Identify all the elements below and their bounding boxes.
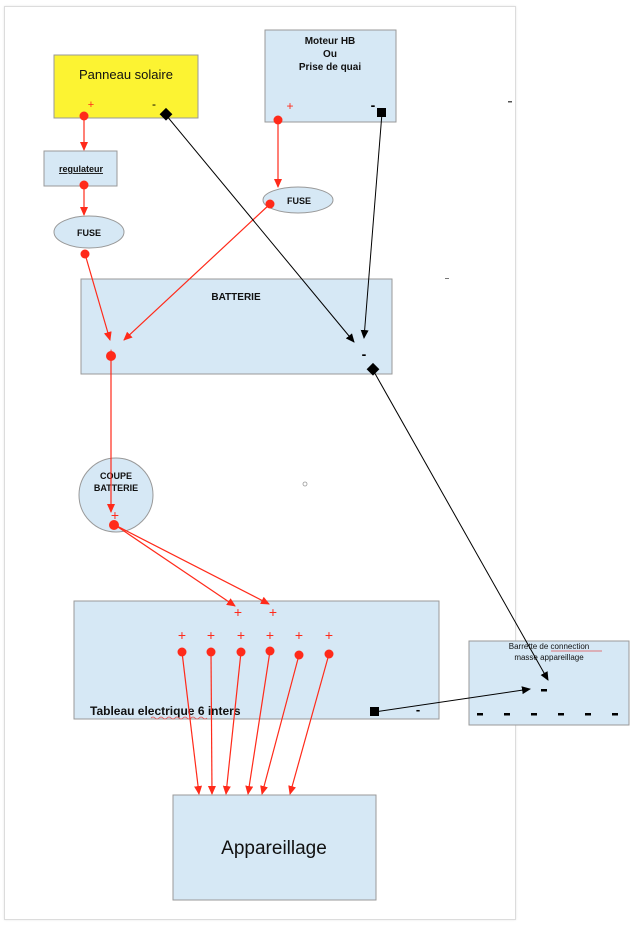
wire-panel-to-appliance: [245, 650, 271, 795]
battery-label: BATTERIE: [211, 292, 261, 303]
wire-switch-to-panel-2: [114, 524, 270, 605]
wire-panel-to-appliance: [207, 651, 216, 795]
wire-fuse-to-battery: [84, 253, 112, 341]
battery-minus-terminal: [366, 362, 380, 376]
solar-minus-terminal: [159, 107, 173, 121]
wire-fuse-right-to-battery: [123, 203, 271, 341]
ground-bar-terminal: [504, 713, 510, 716]
panel-input-plus: +: [269, 604, 277, 620]
panel-output-plus: +: [295, 627, 303, 643]
switch-out-terminal: [109, 520, 119, 530]
wire-panel-to-appliance: [260, 654, 300, 795]
panel-output-plus: +: [325, 627, 333, 643]
electrical-panel-label: Tableau electrique 6 inters: [90, 704, 241, 718]
panel-input-plus: +: [234, 604, 242, 620]
panel-output-plus: +: [178, 627, 186, 643]
engine-label-line-2: Ou: [323, 49, 337, 60]
appliance-wires: [181, 650, 330, 795]
wire-panel-to-appliance: [288, 653, 330, 795]
battery-switch-plus-label: +: [111, 507, 119, 523]
ground-bar-terminal: [531, 713, 537, 716]
stray-dot: [302, 481, 308, 487]
stray-mark: [445, 278, 449, 279]
engine-minus-terminal: [377, 108, 386, 117]
ground-bar-terminal: [558, 713, 564, 716]
ground-bar-box[interactable]: Barrette de connection masse appareillag…: [468, 640, 630, 726]
engine-plus-label: +: [286, 99, 293, 113]
solar-panel-box[interactable]: Panneau solaire + -: [53, 54, 199, 119]
positive-terminals: [79, 111, 283, 530]
battery-switch[interactable]: COUPE BATTERIE +: [78, 457, 154, 533]
solar-panel-label: Panneau solaire: [79, 67, 173, 82]
wire-engine-minus-to-battery: [360, 112, 383, 339]
ground-bar-terminal: [585, 713, 591, 716]
engine-box[interactable]: Moteur HB Ou Prise de quai + -: [264, 29, 397, 123]
negative-terminals: [159, 107, 386, 716]
battery-switch-label-line-2: BATTERIE: [94, 483, 138, 493]
electrical-panel-box[interactable]: Tableau electrique 6 inters - ++ ++++++: [73, 600, 440, 720]
engine-minus-label: -: [371, 97, 376, 113]
solar-plus-label: +: [88, 99, 94, 111]
panel-minus-label: -: [416, 702, 420, 717]
appliances-label: Appareillage: [221, 838, 327, 859]
ground-bar-terminal: [477, 713, 483, 716]
fuse-right-label: FUSE: [287, 196, 311, 206]
battery-plus-terminal: [106, 351, 116, 361]
wire-panel-to-appliance: [181, 651, 203, 795]
engine-label-line-1: Moteur HB: [305, 36, 356, 47]
panel-input-terminals: ++: [234, 604, 277, 620]
engine-plus-terminal: [273, 115, 283, 125]
fuse-left-out-terminal: [80, 249, 90, 259]
wire-solar-minus-to-battery: [165, 114, 355, 343]
panel-output-plus: +: [237, 627, 245, 643]
solar-minus-label: -: [152, 97, 156, 111]
wire-panel-minus-to-ground-bar: [373, 686, 531, 713]
ground-bar-label-line-1: Barrette de connection: [509, 642, 590, 651]
stray-mark: [508, 101, 512, 103]
wire-switch-to-panel-1: [114, 524, 236, 607]
ground-bar-terminals: [477, 713, 618, 716]
battery-box[interactable]: BATTERIE + -: [80, 278, 393, 375]
ground-bar-label-line-2: masse appareillage: [514, 653, 584, 662]
fuse-right[interactable]: FUSE: [262, 186, 334, 214]
wire-panel-to-appliance: [222, 651, 242, 795]
fuse-left-label: FUSE: [77, 228, 101, 238]
fuse-left[interactable]: FUSE: [53, 215, 125, 249]
battery-switch-label-line-1: COUPE: [100, 471, 132, 481]
battery-minus-label: -: [362, 346, 367, 362]
ground-bar-minus-mark: [541, 689, 547, 692]
negative-wires: [165, 112, 549, 713]
ground-bar-terminal: [612, 713, 618, 716]
panel-minus-terminal: [370, 707, 379, 716]
appliances-box[interactable]: Appareillage: [172, 794, 377, 901]
solar-plus-terminal: [79, 111, 89, 121]
regulator-label: regulateur: [59, 164, 104, 174]
fuse-right-out-terminal: [265, 199, 275, 209]
regulator-out-terminal: [79, 180, 89, 190]
engine-label-line-3: Prise de quai: [299, 62, 361, 73]
spellcheck-underline: [150, 716, 208, 720]
regulator-box[interactable]: regulateur: [43, 150, 118, 187]
panel-output-plus: +: [207, 627, 215, 643]
panel-output-plus: +: [266, 627, 274, 643]
wire-battery-minus-to-ground-bar: [372, 369, 549, 681]
positive-wires: [80, 116, 282, 607]
